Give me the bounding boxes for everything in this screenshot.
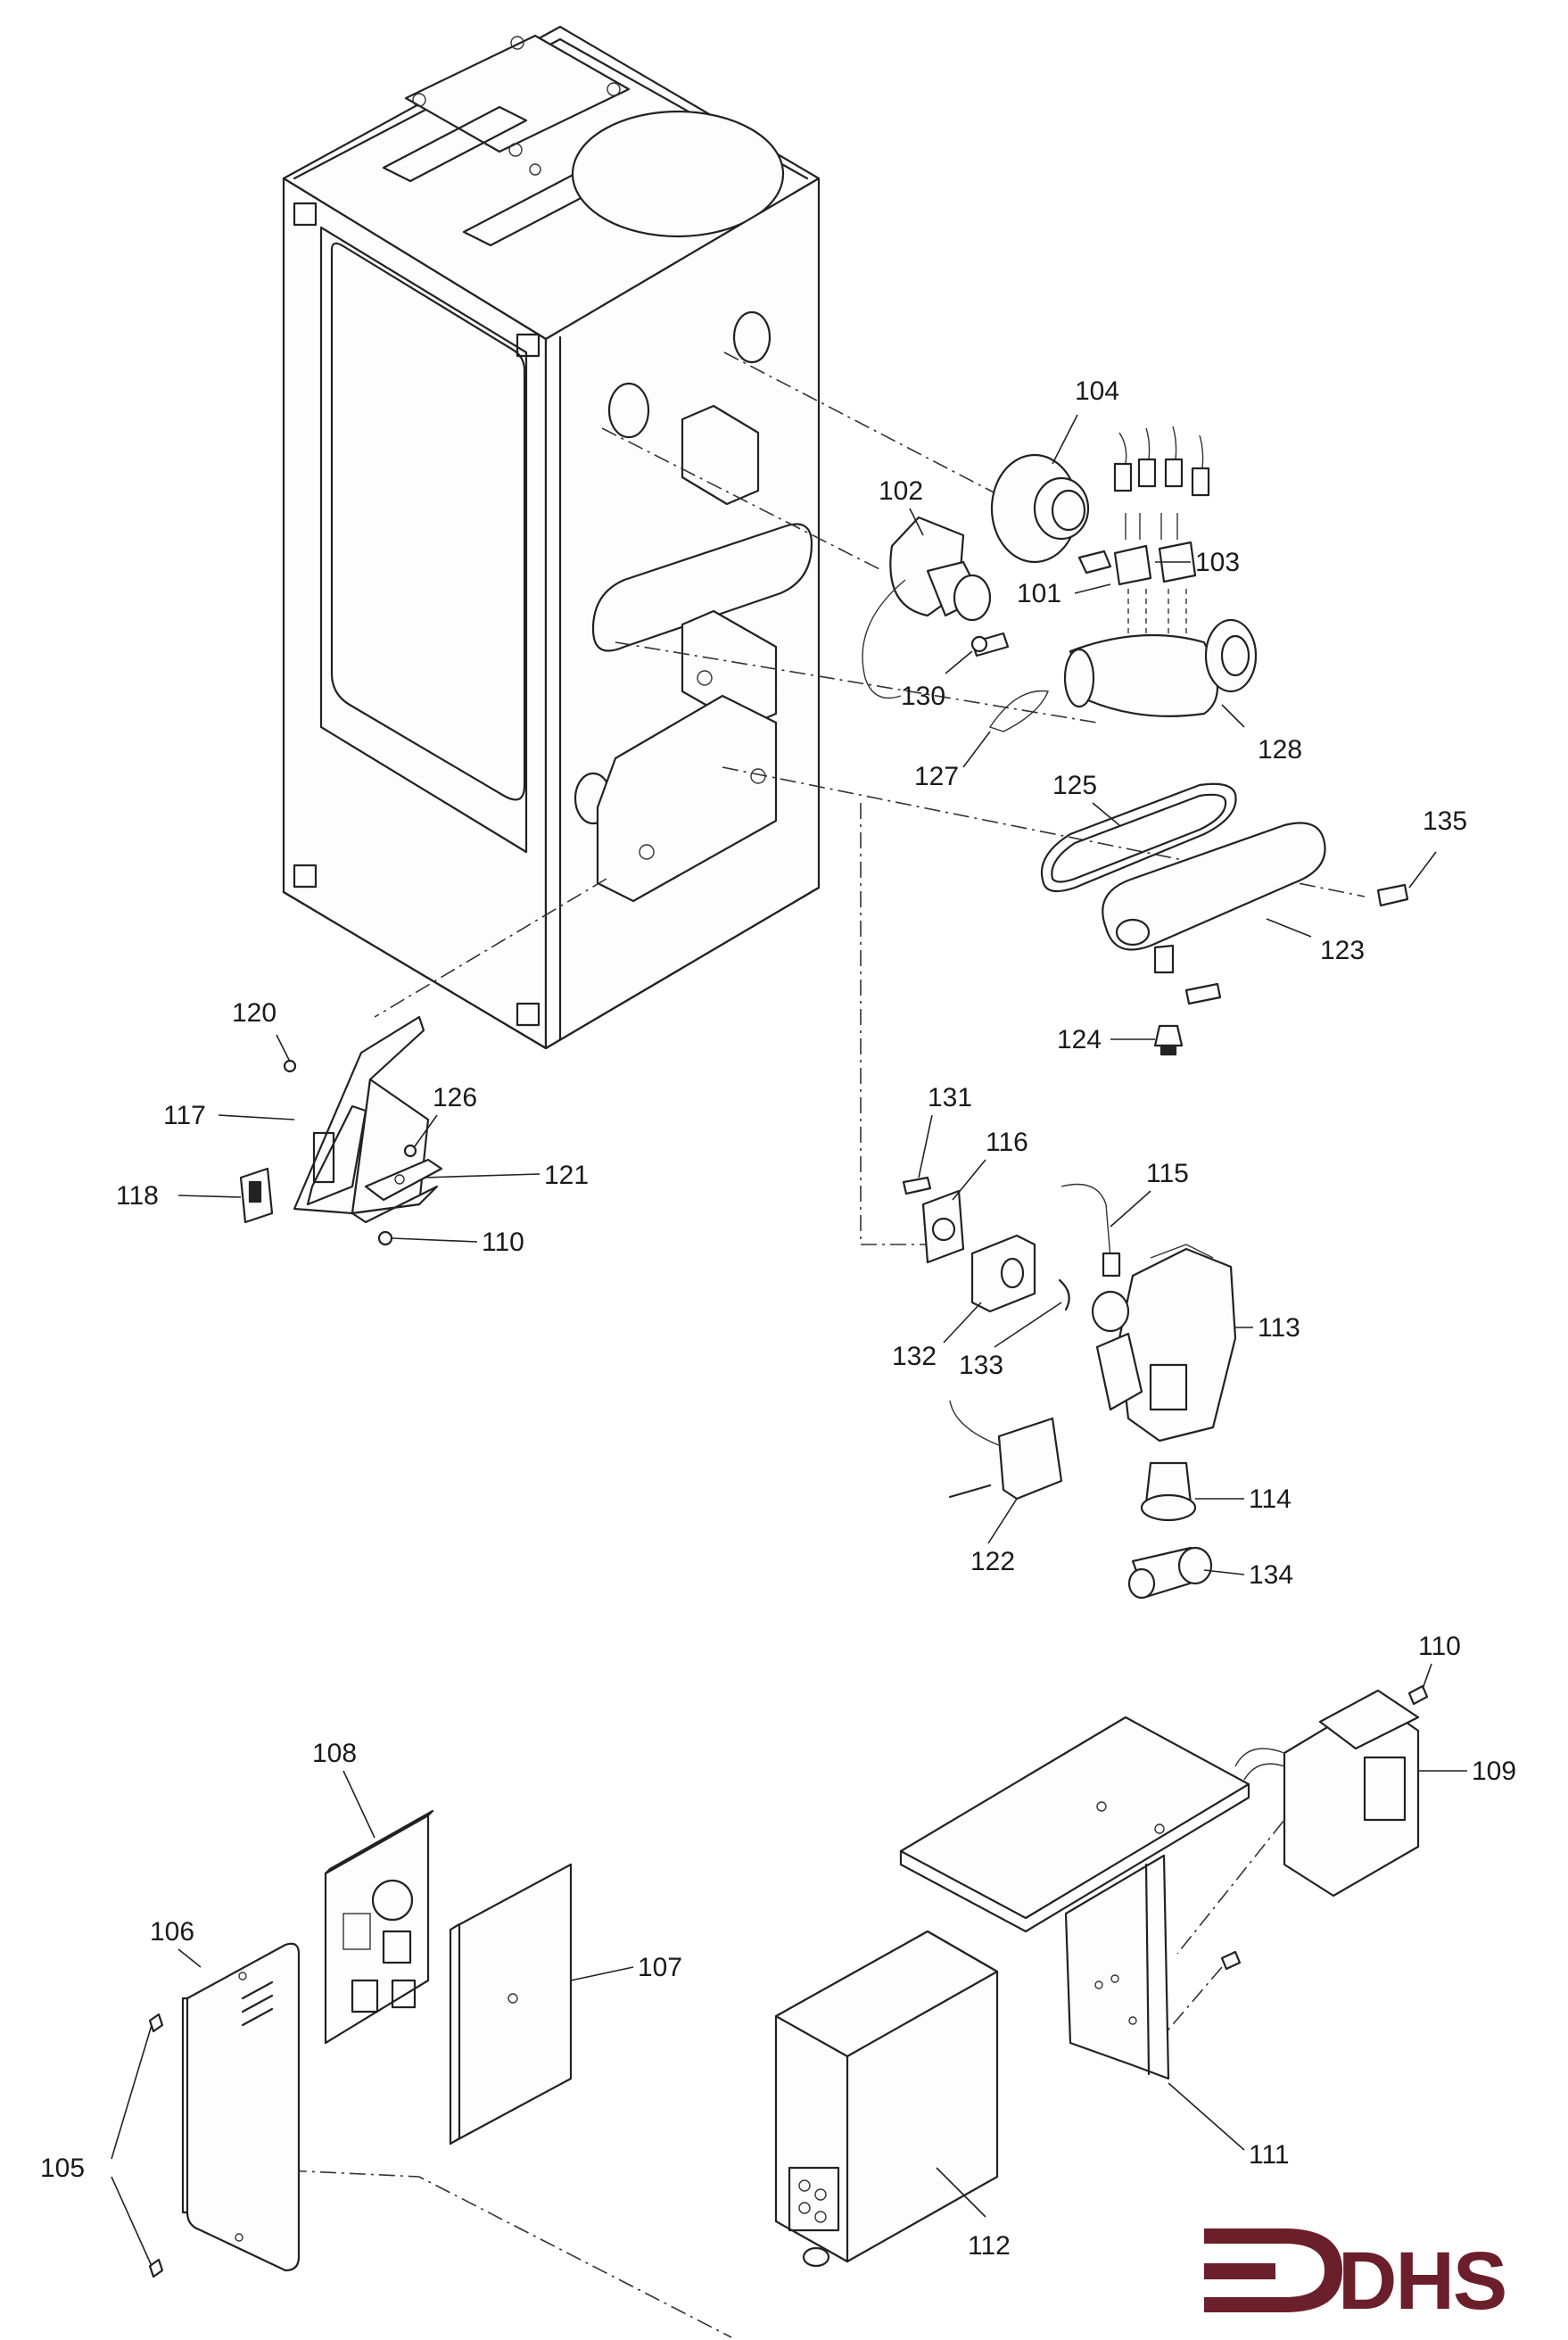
part-133-oring xyxy=(1058,1278,1070,1311)
part-122-connector xyxy=(948,1400,1063,1501)
callout-107: 107 xyxy=(638,1953,682,1982)
callout-106: 106 xyxy=(150,1917,194,1947)
dhs-logo: DHS xyxy=(1204,2228,1507,2327)
callout-103: 103 xyxy=(1195,548,1240,577)
part-127-clip xyxy=(988,690,1049,732)
part-131-screw xyxy=(902,1176,932,1195)
callout-114: 114 xyxy=(1249,1484,1292,1514)
callout-105: 105 xyxy=(40,2154,85,2183)
part-125-gasket xyxy=(1040,782,1237,893)
part-116-gasket xyxy=(921,1189,965,1264)
callout-134: 134 xyxy=(1249,1560,1293,1590)
part-102-blower-sensor xyxy=(862,516,992,699)
callout-102: 102 xyxy=(879,476,923,506)
callout-133: 133 xyxy=(959,1351,1003,1380)
part-wire-connectors xyxy=(1113,426,1210,497)
leader-lines xyxy=(111,414,1467,2267)
callout-113: 113 xyxy=(1258,1313,1300,1343)
part-small-screw-111 xyxy=(1220,1950,1242,1971)
part-130-screw xyxy=(970,632,1010,657)
part-108-circuit-board xyxy=(324,1809,434,2045)
part-114-fitting xyxy=(1140,1461,1197,1522)
callout-124: 124 xyxy=(1057,1025,1102,1054)
callout-115: 115 xyxy=(1146,1159,1189,1188)
callout-112: 112 xyxy=(968,2231,1011,2261)
callout-122: 122 xyxy=(970,1547,1015,1576)
dhs-logo-mark-icon xyxy=(1204,2228,1342,2312)
part-128-elbow xyxy=(1063,618,1258,717)
part-135-screw xyxy=(1376,883,1409,907)
callout-109: 109 xyxy=(1472,1757,1516,1786)
part-134-fitting xyxy=(1127,1546,1213,1600)
callout-127: 127 xyxy=(914,762,959,791)
callout-135: 135 xyxy=(1423,806,1467,836)
part-117-bracket xyxy=(293,1015,439,1224)
part-112-junction-box xyxy=(774,1930,999,2268)
part-109-transformer xyxy=(1234,1689,1420,1898)
part-107-board-cover xyxy=(449,1863,573,2146)
part-110-screw-b xyxy=(1407,1684,1429,1706)
callout-132: 132 xyxy=(892,1342,937,1371)
callout-116: 116 xyxy=(986,1128,1028,1157)
part-111-bracket xyxy=(1064,1854,1170,2080)
callout-118: 118 xyxy=(116,1181,159,1211)
callout-128: 128 xyxy=(1258,735,1302,765)
callout-121: 121 xyxy=(544,1161,589,1190)
callout-111: 111 xyxy=(1249,2140,1290,2170)
part-106-front-cover xyxy=(181,1942,301,2272)
callout-125: 125 xyxy=(1052,771,1097,800)
part-118-switch xyxy=(239,1167,274,1224)
part-screw-123 xyxy=(1184,982,1222,1005)
callout-108: 108 xyxy=(312,1739,357,1768)
dhs-logo-text: DHS xyxy=(1338,2236,1506,2327)
callout-131: 131 xyxy=(928,1083,972,1112)
callout-labels: 104 102 103 101 130 128 127 125 135 123 … xyxy=(40,376,1516,2261)
callout-117: 117 xyxy=(163,1101,206,1130)
callout-104: 104 xyxy=(1075,376,1119,406)
part-121-plate xyxy=(364,1158,443,1202)
part-small-screws xyxy=(283,1059,417,1246)
part-115-pilot-tube xyxy=(1060,1183,1121,1277)
part-132-adapter xyxy=(970,1234,1036,1313)
part-113-gas-valve xyxy=(1091,1244,1237,1443)
callout-126: 126 xyxy=(433,1083,477,1112)
part-tray-plate xyxy=(899,1716,1250,1933)
callout-110-top: 110 xyxy=(482,1228,524,1257)
part-105-screws xyxy=(148,2013,164,2278)
part-104-flange xyxy=(990,453,1112,575)
callout-101: 101 xyxy=(1017,579,1061,608)
callout-120: 120 xyxy=(232,998,276,1028)
callout-110-bottom: 110 xyxy=(1418,1632,1461,1661)
part-123-cover xyxy=(1102,822,1326,974)
callout-130: 130 xyxy=(901,682,945,711)
cabinet-housing xyxy=(282,25,821,1050)
callout-123: 123 xyxy=(1320,936,1365,965)
part-124-valve xyxy=(1153,1024,1184,1056)
